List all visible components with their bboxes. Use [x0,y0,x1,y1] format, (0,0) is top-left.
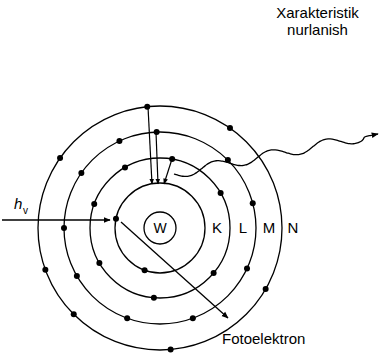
shell-circle [90,158,230,298]
electron-dot [74,273,80,279]
electron-shells [38,106,282,350]
photon-arrow [2,219,110,220]
transition-arrow [148,107,152,184]
characteristic-radiation [174,134,378,176]
electron-dot [61,225,67,231]
transition-arrow [156,132,158,184]
electron-dot [263,286,269,292]
transition-arrow [164,159,172,184]
nucleus-outline-circle [144,212,176,244]
electron-dot [151,295,157,301]
electron-dot [78,170,84,176]
electron-dot [244,266,250,272]
electron-dot [96,260,102,266]
nucleus-symbol: W [143,220,177,236]
photon-subscript: v [23,205,28,217]
electron-dot [144,104,150,110]
electron-dot [57,155,63,161]
shell-letter: K [211,219,223,236]
electron-dot [227,125,233,131]
electron-dot [250,200,256,206]
electron-dot [122,164,128,170]
electron-dot [113,216,119,222]
electron-dot [211,270,217,276]
photon-symbol: h [14,195,22,212]
photoelectron-label: Fotoelektron [222,330,305,347]
shell-circle [38,106,282,350]
shell-letter: L [238,219,248,236]
electrons [42,104,268,353]
shell-letter: N [287,219,300,236]
shell-circle [64,132,256,324]
electron-dot [71,311,77,317]
electron-dot [116,138,122,144]
nucleus-circle: W [143,211,177,245]
electron-dot [142,267,148,273]
electron-dot [42,267,48,273]
electron-dot [218,190,224,196]
electron-dot [124,315,130,321]
electron-dot [168,347,174,353]
electron-dot [190,315,196,321]
shell-letter: M [262,219,277,236]
figure-title: Xarakteristik nurlanish [250,4,385,39]
electron-dot [91,201,97,207]
